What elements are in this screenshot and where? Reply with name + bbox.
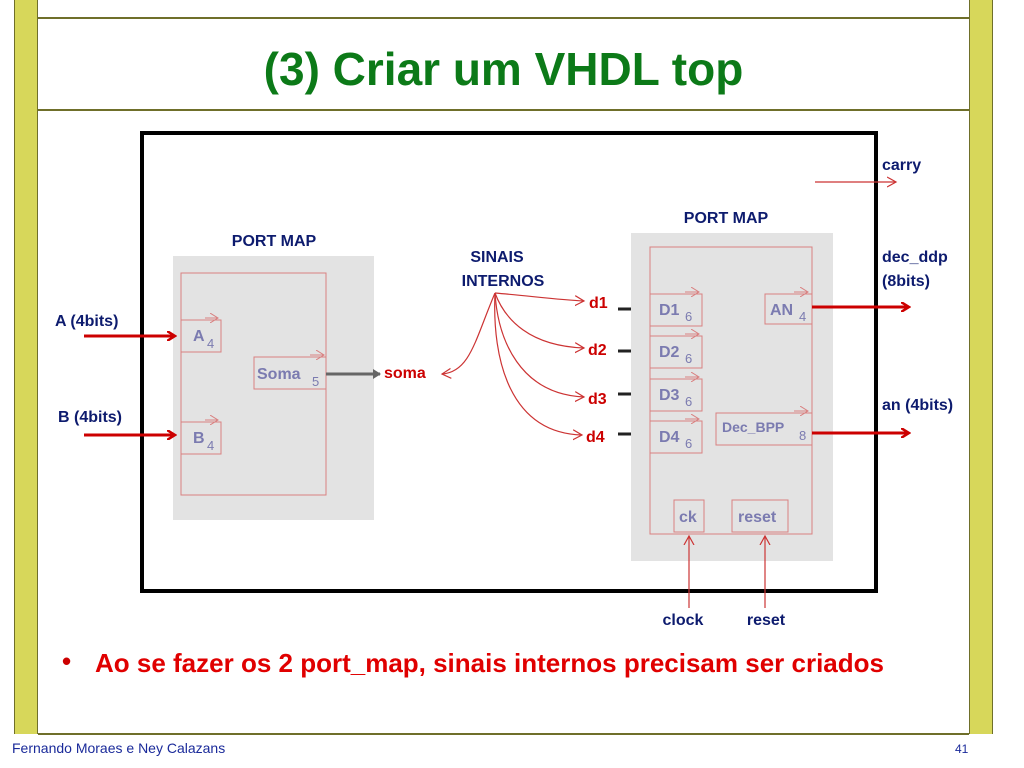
svg-text:4: 4 — [799, 309, 806, 324]
svg-text:5: 5 — [312, 374, 319, 389]
bullet-marker: • — [62, 646, 72, 676]
port-an: AN 4 — [764, 292, 813, 325]
internal-signals-label-2: INTERNOS — [462, 273, 545, 290]
output-carry-label: carry — [882, 157, 921, 174]
signal-d4-label: d4 — [586, 429, 605, 446]
port-d2: D2 6 — [649, 334, 703, 369]
svg-text:Soma: Soma — [257, 366, 301, 383]
input-reset-label: reset — [747, 612, 786, 629]
svg-text:A: A — [193, 328, 205, 345]
top-rule — [38, 17, 969, 19]
svg-text:6: 6 — [685, 436, 692, 451]
signal-soma-label: soma — [384, 365, 426, 382]
svg-text:4: 4 — [207, 438, 214, 453]
port-reset: reset — [731, 499, 789, 533]
svg-text:Dec_BPP: Dec_BPP — [722, 419, 784, 435]
port-ck: ck — [673, 499, 705, 533]
svg-text:8: 8 — [799, 428, 806, 443]
output-dec-ddp-label-2: (8bits) — [882, 273, 930, 290]
input-clock-label: clock — [663, 612, 704, 629]
port-d4: D4 6 — [649, 419, 703, 454]
port-b: B 4 — [180, 420, 222, 455]
port-a: A 4 — [180, 318, 222, 353]
page-number: 41 — [955, 742, 969, 756]
port-d3: D3 6 — [649, 377, 703, 412]
input-a-label: A (4bits) — [55, 313, 118, 330]
svg-text:reset: reset — [738, 509, 777, 526]
signal-d2-label: d2 — [588, 342, 607, 359]
left-portmap-label: PORT MAP — [232, 233, 317, 250]
output-dec-ddp-label-1: dec_ddp — [882, 249, 948, 266]
bullet-text: Ao se fazer os 2 port_map, sinais intern… — [95, 648, 884, 678]
right-portmap-label: PORT MAP — [684, 210, 769, 227]
svg-text:D2: D2 — [659, 344, 680, 361]
right-decor-bar — [969, 0, 993, 734]
slide-title: (3) Criar um VHDL top — [263, 43, 744, 95]
internal-signals-label-1: SINAIS — [470, 249, 524, 266]
bottom-rule — [38, 733, 969, 735]
svg-text:B: B — [193, 430, 205, 447]
svg-text:ck: ck — [679, 509, 697, 526]
port-dec-bpp: Dec_BPP 8 — [715, 411, 813, 446]
port-d1: D1 6 — [649, 292, 703, 327]
svg-text:6: 6 — [685, 394, 692, 409]
svg-text:D1: D1 — [659, 302, 680, 319]
left-decor-bar — [14, 0, 38, 734]
left-portmap-block — [173, 256, 374, 520]
input-b-label: B (4bits) — [58, 409, 122, 426]
svg-text:4: 4 — [207, 336, 214, 351]
footer-authors: Fernando Moraes e Ney Calazans — [12, 740, 226, 756]
svg-text:AN: AN — [770, 302, 793, 319]
output-an-label: an (4bits) — [882, 397, 953, 414]
svg-text:D3: D3 — [659, 387, 680, 404]
top-entity-frame — [140, 131, 878, 593]
svg-text:6: 6 — [685, 309, 692, 324]
svg-text:D4: D4 — [659, 429, 680, 446]
title-rule — [38, 109, 969, 111]
svg-text:6: 6 — [685, 351, 692, 366]
internal-signal-fanout — [442, 292, 584, 435]
signal-d1-label: d1 — [589, 295, 608, 312]
signal-d3-label: d3 — [588, 391, 607, 408]
